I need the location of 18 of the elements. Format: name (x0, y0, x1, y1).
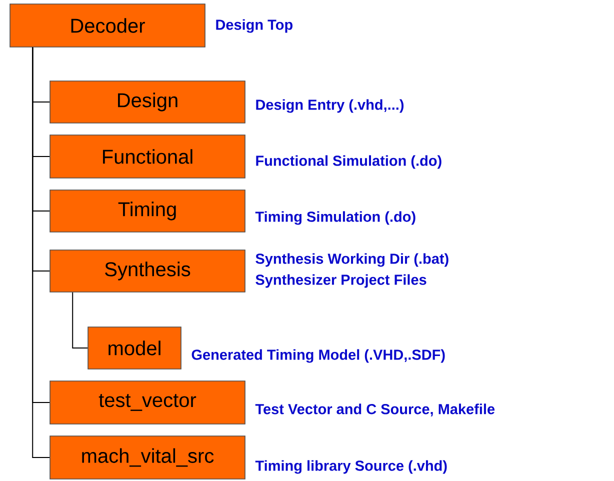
annotation-text: Test Vector and C Source, Makefile (255, 404, 495, 416)
tree-connector (72, 292, 88, 348)
folder-box: Functional (50, 134, 246, 178)
folder-box: Design (50, 80, 246, 124)
annotation-text: Synthesis Working Dir (.bat) (256, 253, 448, 267)
folder-box: model (88, 326, 182, 370)
annotation-text: Functional Simulation (.do) (256, 155, 442, 169)
annotation-text: Design Top (216, 19, 292, 33)
annotation-text: Synthesizer Project Files (256, 274, 426, 288)
annotation-text: Design Entry (.vhd,...) (256, 99, 404, 113)
annotation-text: Generated Timing Model (.VHD,.SDF) (192, 349, 445, 363)
folder-box: test_vector (50, 380, 246, 424)
folder-box: Timing (50, 190, 246, 232)
folder-box: Synthesis (50, 250, 246, 292)
annotation-text: Timing library Source (.vhd) (255, 460, 447, 474)
folder-box: Decoder (10, 4, 206, 48)
annotation-text: Timing Simulation (.do) (255, 211, 416, 225)
folder-box: mach_vital_src (50, 436, 246, 480)
